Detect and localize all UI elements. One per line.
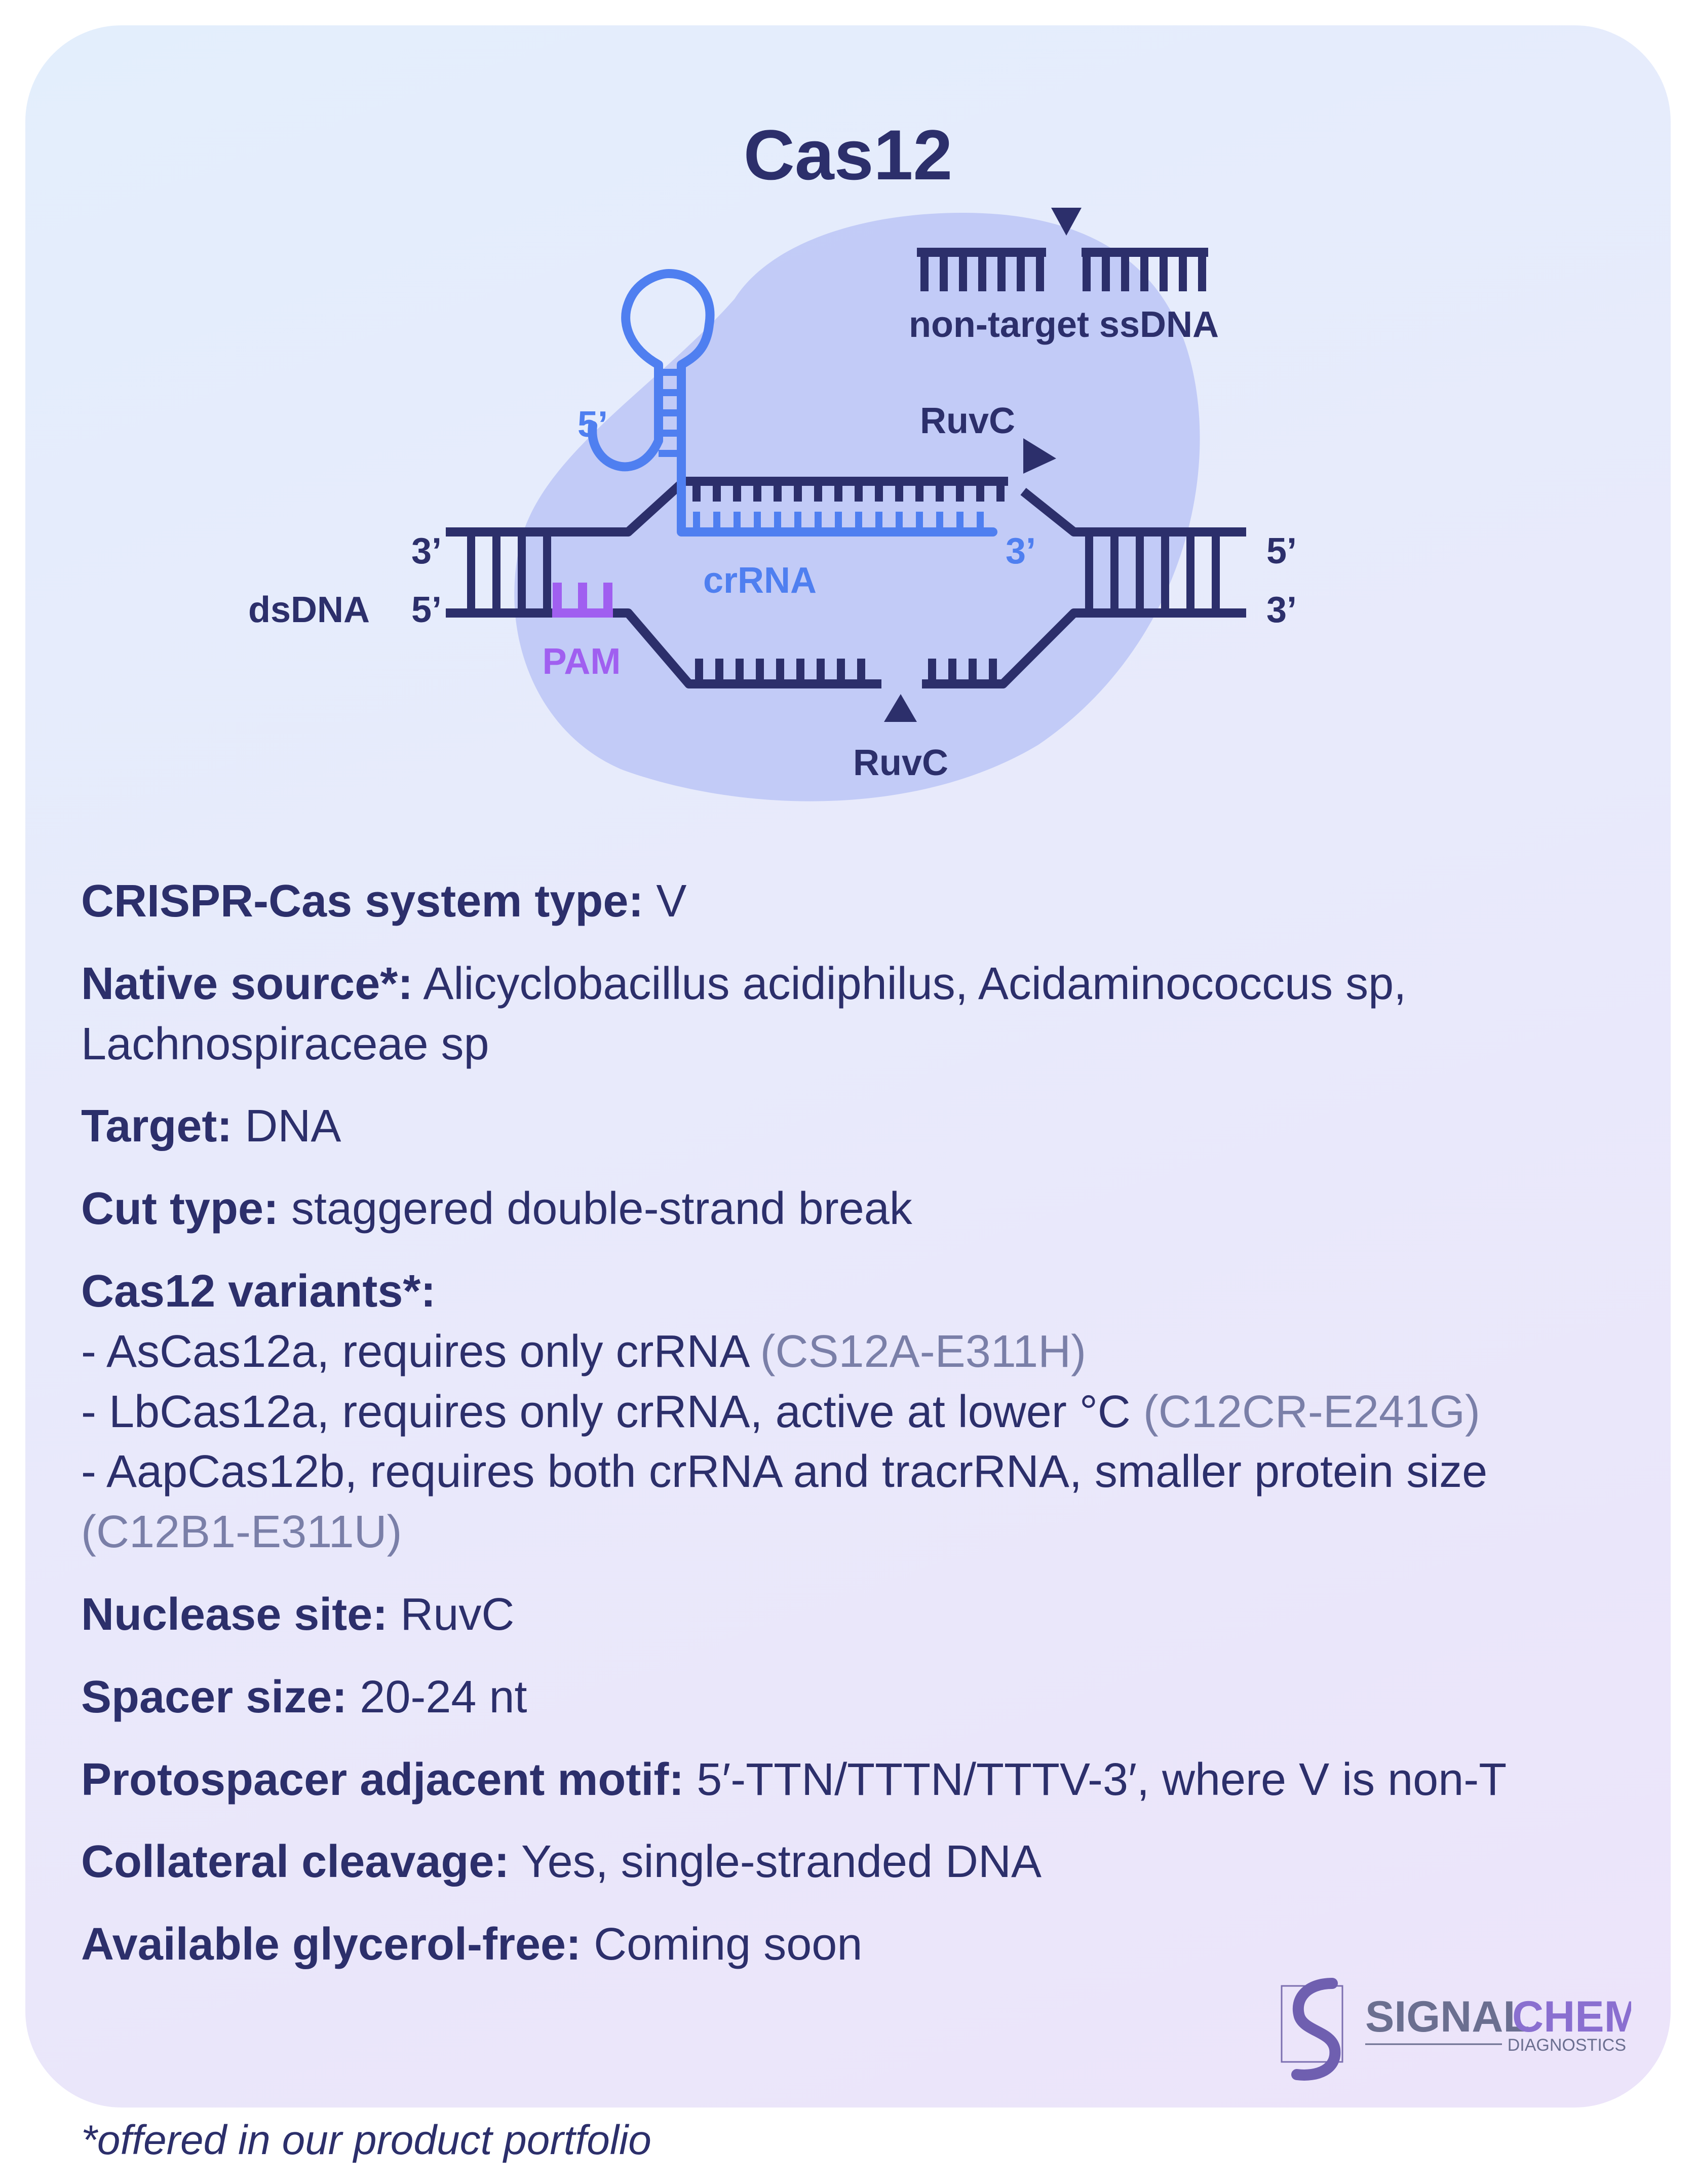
properties-list: CRISPR-Cas system type: V Native source*… xyxy=(81,871,1631,1997)
row-native-source: Native source*: Alicyclobacillus acidiph… xyxy=(81,954,1631,1075)
variant-item: - AapCas12b, requires both crRNA and tra… xyxy=(81,1442,1631,1562)
ssdna-cut-marker-icon xyxy=(1051,208,1082,236)
spacer-size-value: 20-24 nt xyxy=(360,1671,527,1722)
label-left-5-prime: 5’ xyxy=(411,590,442,630)
variants-label: Cas12 variants*: xyxy=(81,1266,436,1317)
catalog-number: (CS12A-E311H) xyxy=(760,1326,1087,1377)
crrna-strand xyxy=(588,269,997,537)
row-glycerol-free: Available glycerol-free: Coming soon xyxy=(81,1914,1631,1975)
row-collateral: Collateral cleavage: Yes, single-strande… xyxy=(81,1832,1631,1892)
footnote: *offered in our product portfolio xyxy=(81,2117,651,2163)
row-spacer-size: Spacer size: 20-24 nt xyxy=(81,1667,1631,1728)
label-right-5-prime: 5’ xyxy=(1266,531,1297,571)
label-non-target-ssdna: non-target ssDNA xyxy=(909,304,1219,345)
pam-motif-label: Protospacer adjacent motif: xyxy=(81,1754,684,1805)
cas12-diagram: non-target ssDNA RuvC RuvC 5’ 3’ crRNA d… xyxy=(248,208,1297,801)
page-title: Cas12 xyxy=(743,115,953,195)
row-pam-motif: Protospacer adjacent motif: 5′-TTN/TTTN/… xyxy=(81,1750,1631,1810)
ruvc-bottom-marker-icon xyxy=(884,694,917,722)
logo-s-icon xyxy=(1291,1978,1341,2081)
ruvc-top-marker-icon xyxy=(1023,438,1056,474)
variant-text: - LbCas12a, requires only crRNA, active … xyxy=(81,1386,1131,1437)
cut-type-label: Cut type: xyxy=(81,1183,279,1235)
row-variants: Cas12 variants*: - AsCas12a, requires on… xyxy=(81,1261,1631,1562)
native-source-label: Native source*: xyxy=(81,958,413,1009)
label-ruvc-top: RuvC xyxy=(920,401,1015,441)
row-target: Target: DNA xyxy=(81,1096,1631,1157)
nuclease-site-label: Nuclease site: xyxy=(81,1589,388,1640)
label-dsdna: dsDNA xyxy=(248,590,370,630)
variant-text: - AapCas12b, requires both crRNA and tra… xyxy=(81,1446,1488,1498)
dna-bottom-strand-right xyxy=(922,608,1246,688)
nuclease-site-value: RuvC xyxy=(400,1589,515,1640)
variant-item: - LbCas12a, requires only crRNA, active … xyxy=(81,1382,1631,1442)
logo-sub: DIAGNOSTICS xyxy=(1508,2036,1626,2055)
variant-item: - AsCas12a, requires only crRNA (CS12A-E… xyxy=(81,1322,1631,1382)
spacer-size-label: Spacer size: xyxy=(81,1671,348,1722)
dna-bottom-strand-left xyxy=(446,608,881,688)
dna-top-strand-left xyxy=(446,477,1008,537)
system-type-value: V xyxy=(656,876,687,927)
native-source-value-2: Lachnospiraceae sp xyxy=(81,1018,489,1069)
label-crrna: crRNA xyxy=(703,560,817,601)
protein-blob xyxy=(514,213,1200,801)
glycerol-free-value: Coming soon xyxy=(594,1919,863,1970)
target-value: DNA xyxy=(245,1101,341,1152)
label-ruvc-bottom: RuvC xyxy=(853,743,948,783)
variant-text: - AsCas12a, requires only crRNA xyxy=(81,1326,748,1377)
label-left-3-prime: 3’ xyxy=(411,531,442,571)
catalog-number: (C12B1-E311U) xyxy=(81,1507,402,1558)
row-system-type: CRISPR-Cas system type: V xyxy=(81,871,1631,932)
collateral-value: Yes, single-stranded DNA xyxy=(521,1836,1042,1888)
logo-brand-chem: CHEM xyxy=(1512,1993,1631,2041)
label-rna-3-prime: 3’ xyxy=(1006,531,1036,571)
signalchem-logo: SIGNAL CHEM DIAGNOSTICS xyxy=(1281,1978,1631,2081)
glycerol-free-label: Available glycerol-free: xyxy=(81,1919,582,1970)
cut-type-value: staggered double-strand break xyxy=(291,1183,912,1235)
target-label: Target: xyxy=(81,1101,233,1152)
row-cut-type: Cut type: staggered double-strand break xyxy=(81,1179,1631,1239)
system-type-label: CRISPR-Cas system type: xyxy=(81,876,644,927)
pam-motif-value: 5′-TTN/TTTN/TTTV-3′, where V is non-T xyxy=(697,1754,1507,1805)
native-source-value: Alicyclobacillus acidiphilus, Acidaminoc… xyxy=(423,958,1407,1009)
row-nuclease-site: Nuclease site: RuvC xyxy=(81,1585,1631,1645)
logo-brand-signal: SIGNAL xyxy=(1365,1993,1530,2041)
label-rna-5-prime: 5’ xyxy=(577,404,608,445)
collateral-label: Collateral cleavage: xyxy=(81,1836,510,1888)
label-right-3-prime: 3’ xyxy=(1266,590,1297,630)
catalog-number: (C12CR-E241G) xyxy=(1143,1386,1481,1437)
label-pam: PAM xyxy=(543,641,621,682)
